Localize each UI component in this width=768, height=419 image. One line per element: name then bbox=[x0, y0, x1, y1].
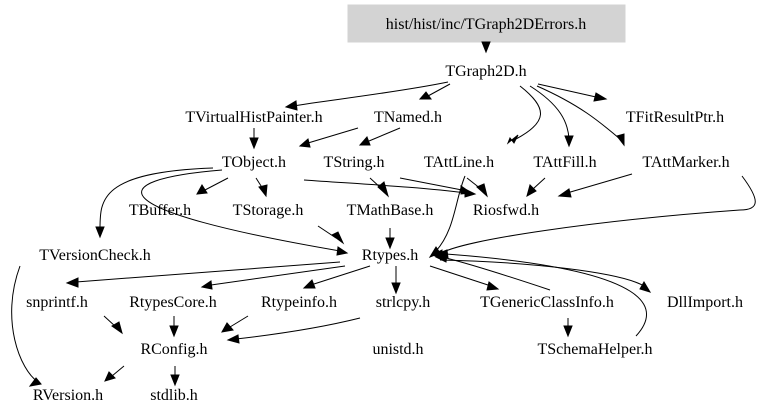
edge-rtypes-dllimport bbox=[439, 259, 645, 287]
edge-tnamed-tstring bbox=[368, 127, 401, 142]
edge-tattline-rtypes bbox=[435, 175, 466, 252]
root-node-box bbox=[347, 4, 626, 43]
node-strlcpy[interactable]: strlcpy.h bbox=[376, 294, 431, 311]
node-rtypes[interactable]: Rtypes.h bbox=[362, 247, 418, 264]
node-tfitresultptr[interactable]: TFitResultPtr.h bbox=[626, 109, 724, 126]
arrowhead bbox=[104, 371, 116, 382]
arrowhead bbox=[28, 377, 42, 387]
node-tattline[interactable]: TAttLine.h bbox=[424, 154, 494, 171]
node-snprintf[interactable]: snprintf.h bbox=[26, 294, 88, 311]
edge-tnamed-tobject bbox=[307, 127, 359, 144]
edge-rtypes-snprintf bbox=[75, 261, 341, 283]
arrowhead bbox=[486, 281, 500, 291]
arrowhead bbox=[65, 277, 79, 288]
arrowhead bbox=[476, 183, 488, 198]
nodes: hist/hist/inc/TGraph2DErrors.h TGraph2D.… bbox=[26, 16, 743, 404]
arrowhead bbox=[460, 185, 473, 195]
edges bbox=[11, 42, 756, 383]
arrowhead bbox=[169, 325, 179, 338]
edge-tversioncheck-rversion bbox=[11, 265, 39, 383]
node-tgraph2d[interactable]: TGraph2D.h bbox=[445, 63, 526, 80]
node-tmathbase[interactable]: TMathBase.h bbox=[347, 202, 434, 219]
edge-rtypes-rtypeinfo bbox=[313, 265, 371, 285]
edge-rconfig-rversion bbox=[111, 365, 125, 377]
arrowhead bbox=[639, 281, 652, 293]
arrowhead bbox=[593, 92, 608, 102]
node-unistd[interactable]: unistd.h bbox=[372, 341, 423, 358]
arrowhead bbox=[506, 134, 519, 145]
edge-tstring-riosfwd bbox=[399, 177, 463, 191]
node-rtypeinfo[interactable]: Rtypeinfo.h bbox=[261, 294, 337, 311]
arrowhead bbox=[358, 136, 371, 146]
node-tobject[interactable]: TObject.h bbox=[222, 154, 286, 171]
edge-tgraph2d-tvirtualhistpainter bbox=[292, 81, 449, 107]
arrowhead bbox=[385, 237, 395, 250]
edge-tgraph2d-tattline bbox=[515, 85, 541, 140]
arrowhead bbox=[95, 226, 105, 239]
node-dllimport[interactable]: DllImport.h bbox=[667, 294, 743, 311]
node-tstring[interactable]: TString.h bbox=[324, 154, 385, 171]
node-tattfill[interactable]: TAttFill.h bbox=[533, 154, 596, 171]
arrowhead bbox=[564, 135, 574, 148]
arrowhead bbox=[111, 321, 123, 335]
arrowhead bbox=[249, 137, 259, 150]
node-tversioncheck[interactable]: TVersionCheck.h bbox=[39, 247, 151, 264]
edge-tschemahelper-rtypes bbox=[445, 253, 647, 337]
arrowhead bbox=[435, 249, 449, 259]
edge-tattfill-riosfwd bbox=[532, 177, 546, 190]
edge-tobject-tversioncheck bbox=[99, 167, 214, 230]
arrowhead bbox=[331, 231, 345, 245]
edge-strlcpy-rconfig bbox=[235, 317, 361, 340]
arrowhead bbox=[170, 374, 180, 387]
arrowhead bbox=[226, 334, 240, 344]
arrowhead bbox=[258, 184, 268, 198]
node-rversion[interactable]: RVersion.h bbox=[33, 387, 103, 404]
arrowhead bbox=[196, 184, 208, 195]
edge-rtypeinfo-rconfig bbox=[229, 315, 249, 328]
node-tnamed[interactable]: TNamed.h bbox=[374, 109, 442, 126]
edge-tgraph2d-tnamed bbox=[427, 83, 451, 97]
arrowhead bbox=[526, 184, 537, 198]
edge-tobject-rtypes bbox=[141, 169, 341, 252]
arrowhead bbox=[298, 138, 311, 148]
root-node[interactable]: hist/hist/inc/TGraph2DErrors.h bbox=[386, 16, 586, 33]
arrowhead bbox=[563, 325, 573, 338]
edge-rtypes-tgenericclassinfo bbox=[429, 265, 492, 287]
node-tgenericclassinfo[interactable]: TGenericClassInfo.h bbox=[480, 294, 614, 311]
arrowhead bbox=[557, 188, 572, 198]
arrowhead bbox=[302, 279, 316, 289]
arrowhead bbox=[391, 282, 401, 295]
edge-tattmarker-riosfwd bbox=[566, 173, 633, 194]
arrowhead bbox=[200, 280, 213, 290]
node-rconfig[interactable]: RConfig.h bbox=[140, 341, 207, 358]
arrowhead bbox=[284, 100, 298, 111]
arrowhead bbox=[221, 322, 234, 333]
node-tattmarker[interactable]: TAttMarker.h bbox=[642, 154, 729, 171]
node-rtypescore[interactable]: RtypesCore.h bbox=[129, 294, 217, 311]
edge-tgraph2d-tattmarker bbox=[536, 85, 621, 140]
node-riosfwd[interactable]: Riosfwd.h bbox=[473, 202, 539, 219]
arrowhead bbox=[418, 91, 432, 100]
arrowhead bbox=[336, 246, 349, 256]
edge-tobject-tbuffer bbox=[204, 177, 229, 191]
arrowhead bbox=[616, 133, 625, 147]
edge-tgenericclassinfo-rtypes bbox=[445, 257, 551, 291]
node-tstorage[interactable]: TStorage.h bbox=[233, 202, 304, 219]
arrowheads bbox=[28, 41, 652, 387]
arrowhead bbox=[377, 181, 389, 198]
arrowhead bbox=[481, 41, 491, 54]
node-tvirtualhistpainter[interactable]: TVirtualHistPainter.h bbox=[185, 109, 322, 126]
edge-tobject-riosfwd bbox=[303, 179, 467, 194]
node-stdlib[interactable]: stdlib.h bbox=[150, 387, 198, 404]
edge-rtypes-rtypescore bbox=[210, 265, 346, 286]
edge-tgraph2d-tfitresultptr bbox=[537, 83, 597, 98]
node-tschemahelper[interactable]: TSchemaHelper.h bbox=[537, 341, 652, 358]
edge-tattmarker-rtypes bbox=[439, 175, 756, 255]
node-tbuffer[interactable]: TBuffer.h bbox=[129, 202, 191, 219]
edge-tgraph2d-tattfill bbox=[529, 85, 570, 140]
